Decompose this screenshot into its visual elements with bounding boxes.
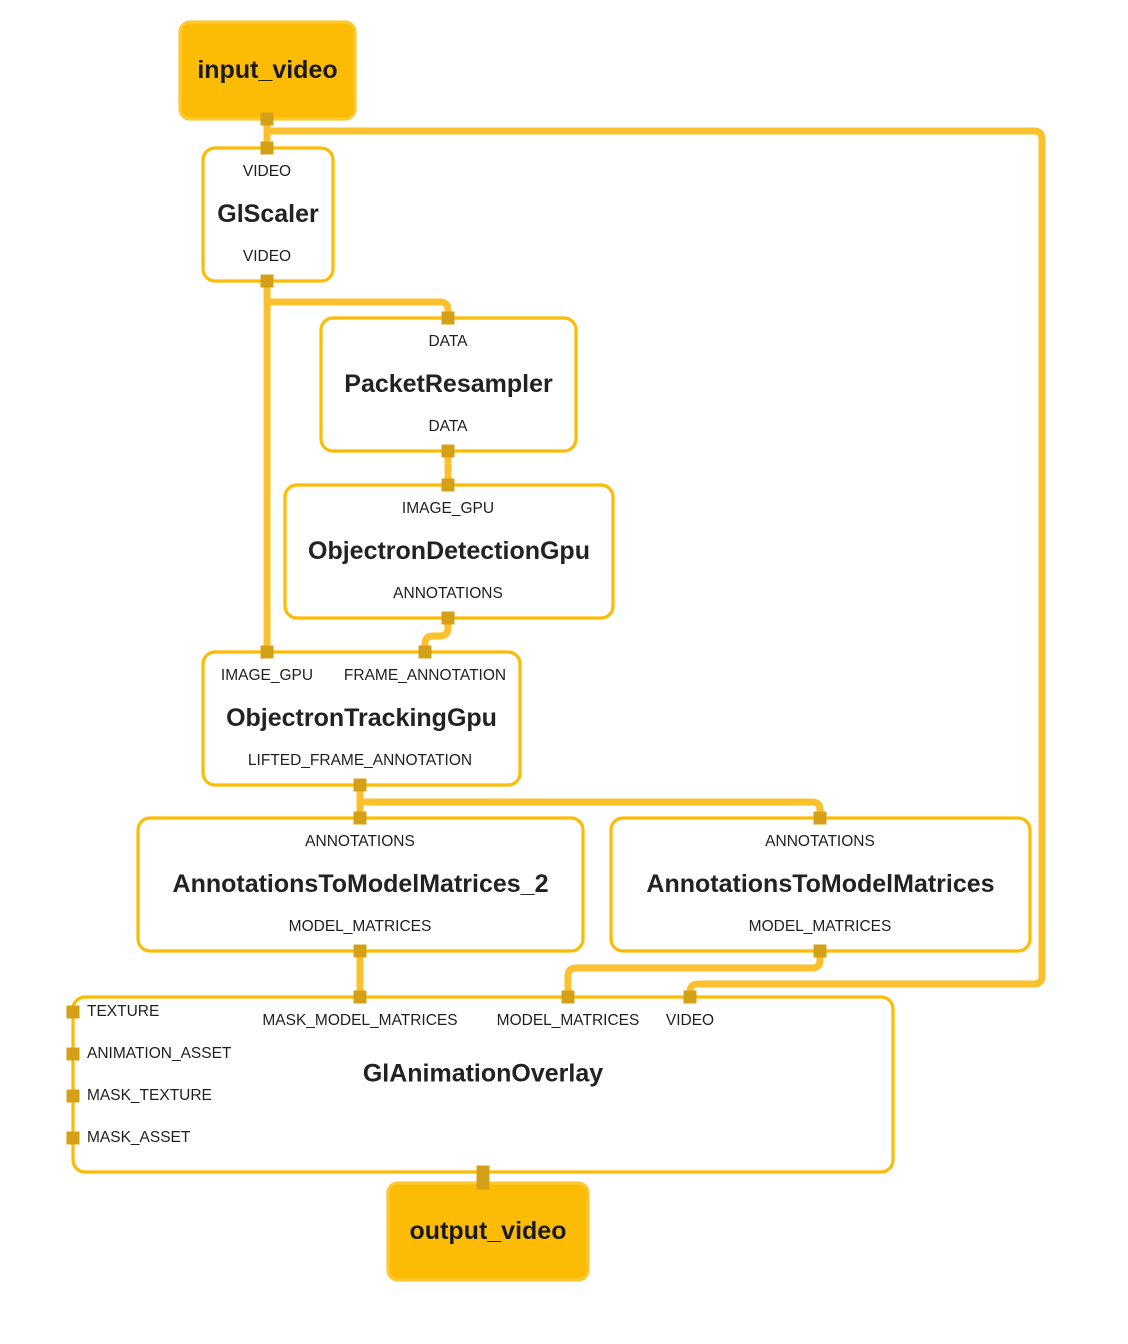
input-port-label-data: DATA — [428, 333, 468, 350]
input-port-label-annotations: ANNOTATIONS — [765, 833, 875, 850]
edge-input-video-to-overlay-video — [267, 127, 1046, 1012]
output-port-label-model-matrices: MODEL_MATRICES — [289, 918, 432, 935]
io-node-input-video[interactable]: input_video — [178, 20, 357, 121]
io-node-output-video[interactable]: output_video — [386, 1181, 590, 1282]
nodes-layer: input_videooutput_videoGlScalerVIDEOVIDE… — [71, 20, 1032, 1282]
edge-tracking-to-matrices-annotations — [360, 798, 824, 818]
node-title: AnnotationsToModelMatrices_2 — [173, 870, 549, 898]
side-input-label-mask-texture: MASK_TEXTURE — [87, 1087, 212, 1104]
node-objectron-detection-gpu[interactable]: ObjectronDetectionGpu IMAGE_GPU ANNOTATION… — [283, 483, 615, 620]
port-output-video-in[interactable] — [476, 1176, 490, 1190]
edges-layer — [263, 119, 1046, 1183]
port-input-video-out[interactable] — [260, 112, 274, 126]
output-port-packet-resampler-data[interactable] — [441, 444, 455, 458]
output-port-annotations-to-model-matrices-2-model-matrices[interactable] — [353, 944, 367, 958]
node-title: GlAnimationOverlay — [363, 1060, 603, 1088]
side-input-label-texture: TEXTURE — [87, 1003, 159, 1020]
edge-detection-to-tracking-frame-ann — [421, 618, 452, 652]
input-port-gl-animation-overlay-model-matrices[interactable] — [561, 990, 575, 1004]
side-input-port-animation-asset[interactable] — [66, 1047, 80, 1061]
output-port-objectron-tracking-gpu-lifted-frame-annotation[interactable] — [353, 778, 367, 792]
node-annotations-to-model-matrices[interactable]: AnnotationsToModelMatrices ANNOTATIONS MOD… — [609, 816, 1032, 953]
node-gl-animation-overlay[interactable]: GlAnimationOverlay MASK_MODEL_MATRICES MOD… — [71, 995, 895, 1174]
input-port-annotations-to-model-matrices-2-annotations[interactable] — [353, 811, 367, 825]
output-port-label-video: VIDEO — [243, 248, 291, 265]
input-port-gl-scaler-video[interactable] — [260, 141, 274, 155]
input-port-label-video: VIDEO — [243, 163, 291, 180]
input-port-label-video: VIDEO — [666, 1012, 714, 1029]
input-port-gl-animation-overlay-video[interactable] — [683, 990, 697, 1004]
node-title: ObjectronDetectionGpu — [308, 537, 590, 565]
input-port-label-frame-annotation: FRAME_ANNOTATION — [344, 667, 506, 684]
output-port-annotations-to-model-matrices-model-matrices[interactable] — [813, 944, 827, 958]
side-input-label-mask-asset: MASK_ASSET — [87, 1129, 191, 1146]
io-node-label: output_video — [410, 1217, 567, 1245]
output-port-gl-animation-overlay-out[interactable] — [476, 1165, 490, 1179]
node-title: GlScaler — [217, 200, 319, 228]
node-title: ObjectronTrackingGpu — [226, 704, 497, 732]
output-port-label-lifted-frame-annotation: LIFTED_FRAME_ANNOTATION — [248, 752, 472, 769]
side-input-label-animation-asset: ANIMATION_ASSET — [87, 1045, 232, 1062]
side-input-port-mask-asset[interactable] — [66, 1131, 80, 1145]
input-port-label-annotations: ANNOTATIONS — [305, 833, 415, 850]
input-port-label-mask-model-matrices: MASK_MODEL_MATRICES — [262, 1012, 457, 1029]
input-port-label-image-gpu: IMAGE_GPU — [221, 667, 313, 684]
input-port-label-image-gpu: IMAGE_GPU — [402, 500, 494, 517]
input-port-objectron-tracking-gpu-frame-annotation[interactable] — [418, 645, 432, 659]
ports-layer — [66, 112, 827, 1190]
node-title: AnnotationsToModelMatrices — [646, 870, 994, 898]
input-port-label-model-matrices: MODEL_MATRICES — [497, 1012, 640, 1029]
output-port-label-annotations: ANNOTATIONS — [393, 585, 503, 602]
output-port-gl-scaler-video[interactable] — [260, 274, 274, 288]
input-port-objectron-tracking-gpu-image-gpu[interactable] — [260, 645, 274, 659]
node-title: PacketResampler — [344, 370, 553, 398]
node-objectron-tracking-gpu[interactable]: ObjectronTrackingGpu IMAGE_GPU FRAME_ANNOT… — [201, 650, 522, 787]
output-port-label-data: DATA — [428, 418, 468, 435]
side-input-port-mask-texture[interactable] — [66, 1089, 80, 1103]
output-port-objectron-detection-gpu-annotations[interactable] — [441, 611, 455, 625]
node-annotations-to-model-matrices-2[interactable]: AnnotationsToModelMatrices_2 ANNOTATIONS M… — [136, 816, 585, 953]
output-port-label-model-matrices: MODEL_MATRICES — [749, 918, 892, 935]
input-port-annotations-to-model-matrices-annotations[interactable] — [813, 811, 827, 825]
io-node-label: input_video — [197, 56, 337, 84]
input-port-objectron-detection-gpu-image-gpu[interactable] — [441, 478, 455, 492]
input-port-gl-animation-overlay-mask-model-matrices[interactable] — [353, 990, 367, 1004]
edge-glscaler-to-resampler-data — [267, 298, 452, 318]
edge-matrices-to-overlay-model-mm — [564, 951, 824, 1012]
input-port-packet-resampler-data[interactable] — [441, 311, 455, 325]
side-input-port-texture[interactable] — [66, 1005, 80, 1019]
